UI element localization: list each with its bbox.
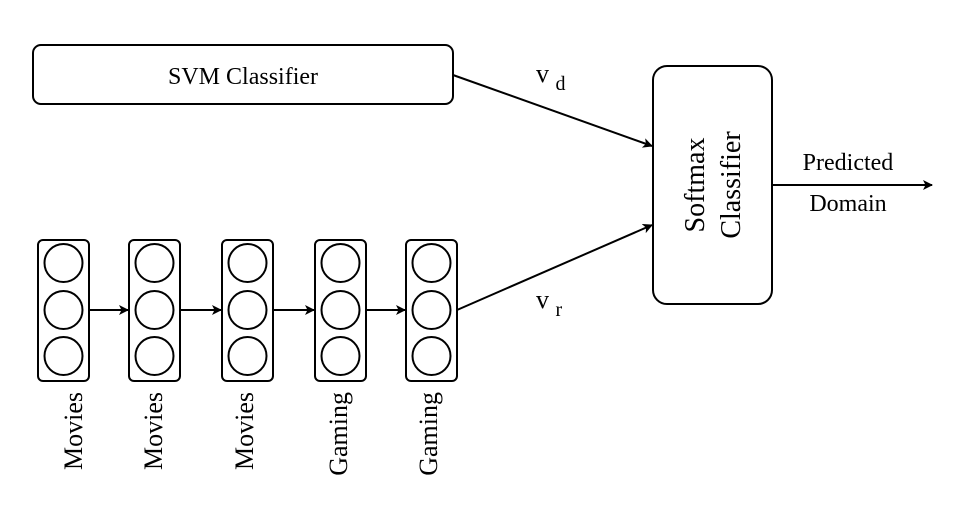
vr-subscript: r <box>556 299 563 321</box>
hidden-unit <box>227 336 268 376</box>
hidden-unit <box>43 243 84 283</box>
rnn-sequence: Movies Movies Movies Gaming <box>37 239 458 476</box>
rnn-step: Movies <box>221 239 274 470</box>
rnn-step: Movies <box>37 239 90 470</box>
hidden-unit <box>320 336 361 376</box>
hidden-unit <box>320 243 361 283</box>
step-label: Movies <box>139 392 168 470</box>
step-label: Gaming <box>414 392 443 476</box>
edge-svm-to-softmax <box>452 74 653 148</box>
softmax-classifier-box <box>652 65 773 305</box>
svm-classifier-box <box>32 44 454 105</box>
svm-classifier-label: SVM Classifier <box>168 64 318 90</box>
softmax-label-line1: Softmax <box>680 138 711 233</box>
hidden-unit <box>411 243 452 283</box>
vd-base: v <box>536 59 549 88</box>
softmax-label-line2: Classifier <box>716 131 747 239</box>
vr-base: v <box>536 285 549 314</box>
hidden-unit <box>43 290 84 330</box>
step-label: Movies <box>59 392 88 470</box>
softmax-classifier-node: Softmax Classifier <box>652 65 773 305</box>
output-label-line1: Predicted <box>803 150 894 176</box>
rnn-step: Gaming <box>405 239 458 476</box>
hidden-unit <box>227 243 268 283</box>
rnn-step: Movies <box>128 239 181 470</box>
output-label-line2: Domain <box>809 191 886 217</box>
hidden-unit <box>411 290 452 330</box>
rnn-step: Gaming <box>314 239 367 476</box>
step-label: Movies <box>230 392 259 470</box>
hidden-unit <box>134 243 175 283</box>
edge-rnn-to-softmax <box>456 224 653 311</box>
hidden-unit <box>411 336 452 376</box>
vd-subscript: d <box>556 73 566 95</box>
vd-label: v d <box>536 59 566 95</box>
vr-label: v r <box>536 285 563 321</box>
svm-classifier-node: SVM Classifier <box>32 44 454 105</box>
step-label: Gaming <box>324 392 353 476</box>
hidden-unit <box>134 336 175 376</box>
hidden-unit <box>134 290 175 330</box>
hidden-unit <box>320 290 361 330</box>
hidden-unit <box>43 336 84 376</box>
hidden-unit <box>227 290 268 330</box>
